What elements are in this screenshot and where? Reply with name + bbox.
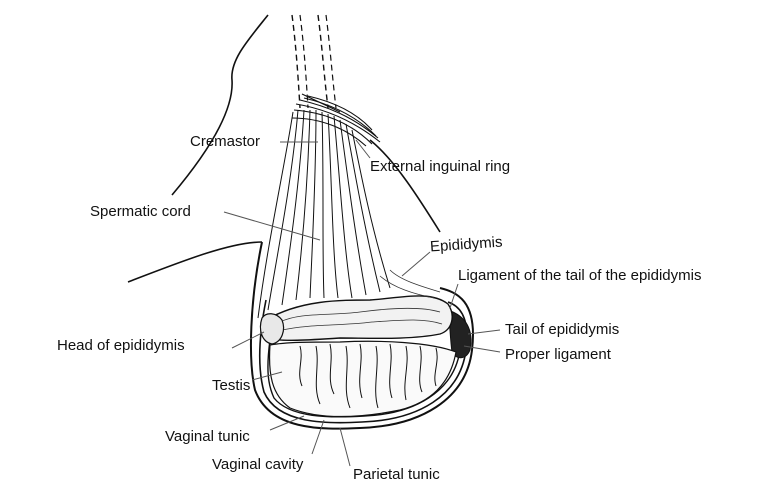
testis-vessels <box>299 343 438 409</box>
body-outline-left <box>171 14 269 196</box>
inguinal-canal-dashed-left <box>291 14 301 109</box>
label-head-of-epididymis: Head of epididymis <box>57 337 185 354</box>
parietal-tunic-outer <box>249 241 474 430</box>
label-parietal-tunic: Parietal tunic <box>353 466 440 483</box>
spermatic-cord-fibers <box>257 109 391 319</box>
label-spermatic-cord: Spermatic cord <box>90 203 191 220</box>
inguinal-canal-dashed-left-inner <box>299 14 309 109</box>
label-proper-ligament: Proper ligament <box>505 346 611 363</box>
epididymis-coils <box>279 269 443 331</box>
inguinal-canal-dashed-right <box>317 14 329 109</box>
external-inguinal-ring-fibers <box>291 93 381 147</box>
thigh-outline <box>127 241 263 283</box>
leader-lines <box>223 139 501 467</box>
label-ligament-tail-epididymis: Ligament of the tail of the epididymis <box>458 267 702 284</box>
label-vaginal-tunic: Vaginal tunic <box>165 428 250 445</box>
label-external-inguinal-ring: External inguinal ring <box>370 158 511 175</box>
label-vaginal-cavity: Vaginal cavity <box>212 456 304 473</box>
label-testis: Testis <box>212 377 251 394</box>
label-cremastor: Cremastor <box>190 133 261 150</box>
testis-shape <box>268 340 457 418</box>
inguinal-canal-dashed-right-inner <box>325 14 337 109</box>
label-tail-of-epididymis: Tail of epididymis <box>505 321 620 338</box>
body-outline-right <box>369 139 441 233</box>
epididymis-shape <box>265 295 453 342</box>
head-of-epididymis-shape <box>259 313 285 345</box>
